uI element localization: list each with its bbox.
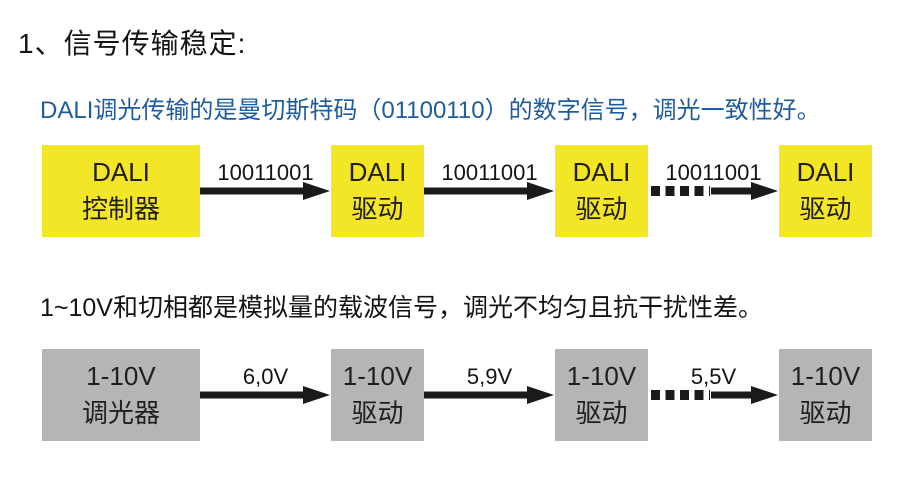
analog-link-1: 6,0V <box>200 349 331 441</box>
dali-link-3: 10011001 <box>648 145 779 237</box>
node-label-line2: 驱动 <box>575 194 628 224</box>
dali-description: DALI调光传输的是曼切斯特码（01100110）的数字信号，调光一致性好。 <box>40 97 821 124</box>
node-label-line2: 控制器 <box>81 194 160 224</box>
analog-link-2: 5,9V <box>424 349 555 441</box>
node-label-line1: 1-10V <box>86 361 156 391</box>
voltage-value-label: 6,0V <box>242 364 289 389</box>
node-label-line2: 驱动 <box>799 398 852 428</box>
arrow-right-icon <box>424 386 554 404</box>
dashed-arrow-right-icon <box>651 386 778 404</box>
dali-link-1: 10011001 <box>200 145 331 237</box>
page-title: 1、信号传输稳定: <box>18 28 247 59</box>
signal-value-label: 10011001 <box>441 160 538 185</box>
node-label-line1: 1-10V <box>790 361 861 391</box>
dali-link-2: 10011001 <box>424 145 555 237</box>
node-label-line2: 驱动 <box>351 194 404 224</box>
voltage-value-label: 5,9V <box>466 364 513 389</box>
signal-value-label: 10011001 <box>665 160 762 185</box>
node-label-line1: DALI <box>92 157 150 187</box>
analog-flow-diagram: 1-10V 调光器 6,0V 1-10V 驱动 5,9V 1-10V 驱动 <box>42 349 872 441</box>
arrow-right-icon <box>424 182 554 200</box>
node-label-line2: 驱动 <box>799 194 852 224</box>
analog-driver-node: 1-10V 驱动 <box>555 349 648 441</box>
node-label-line1: 1-10V <box>566 361 637 391</box>
analog-driver-node: 1-10V 驱动 <box>331 349 424 441</box>
dali-flow-diagram: DALI 控制器 10011001 DALI 驱动 10011001 DALI … <box>42 145 872 237</box>
node-label-line1: DALI <box>796 157 855 187</box>
node-label-line2: 驱动 <box>575 398 628 428</box>
dali-driver-node: DALI 驱动 <box>555 145 648 237</box>
dali-driver-node: DALI 驱动 <box>779 145 872 237</box>
analog-dimmer-node: 1-10V 调光器 <box>42 349 200 441</box>
analog-description: 1~10V和切相都是模拟量的载波信号，调光不均匀且抗干扰性差。 <box>40 294 763 322</box>
signal-value-label: 10011001 <box>217 160 314 185</box>
arrow-right-icon <box>200 182 330 200</box>
arrow-right-icon <box>200 386 330 404</box>
analog-driver-node: 1-10V 驱动 <box>779 349 872 441</box>
analog-link-3: 5,5V <box>648 349 779 441</box>
node-label-line2: 驱动 <box>351 398 404 428</box>
dali-driver-node: DALI 驱动 <box>331 145 424 237</box>
node-label-line1: DALI <box>348 157 407 187</box>
dali-controller-node: DALI 控制器 <box>42 145 200 237</box>
node-label-line2: 调光器 <box>81 398 160 428</box>
node-label-line1: DALI <box>572 157 631 187</box>
dashed-arrow-right-icon <box>651 182 778 200</box>
voltage-value-label: 5,5V <box>690 364 737 389</box>
node-label-line1: 1-10V <box>342 361 413 391</box>
